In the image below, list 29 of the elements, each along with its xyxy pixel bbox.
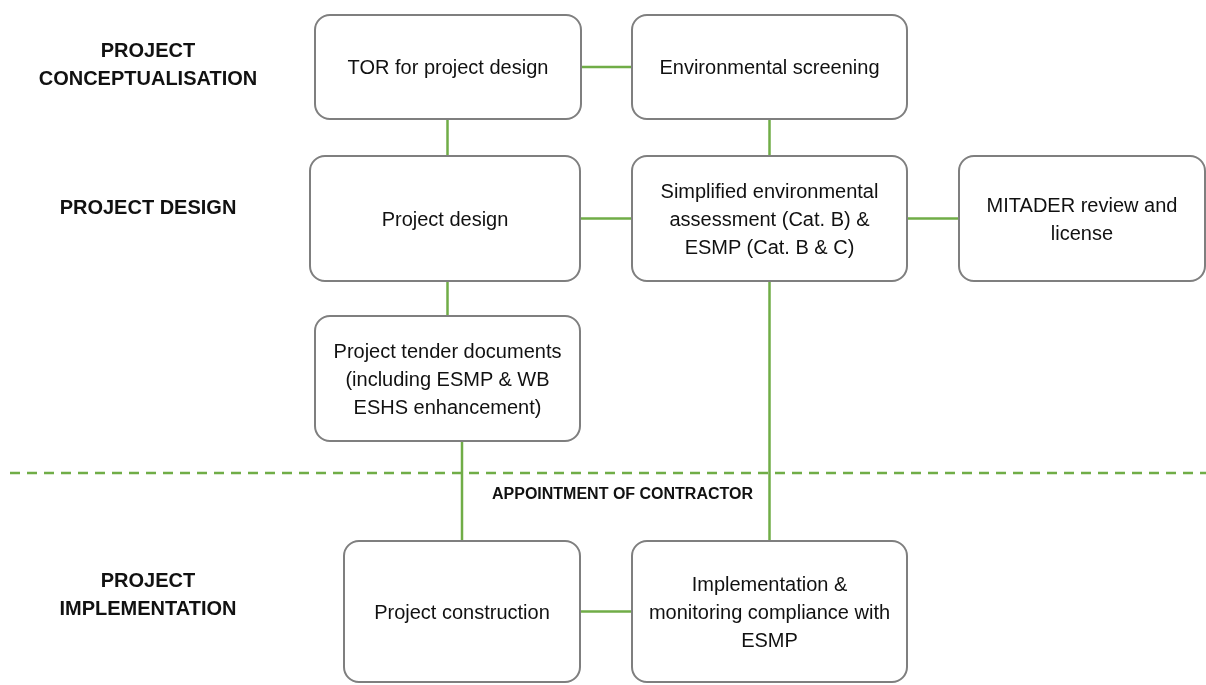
process-box bbox=[309, 155, 581, 282]
box-text: Project design bbox=[381, 206, 509, 232]
connector-line bbox=[582, 65, 631, 69]
process-box bbox=[343, 540, 581, 683]
box-text: Simplified environmental assessment (Cat. B) & ESMP (Cat. B & C) bbox=[659, 178, 880, 260]
process-box bbox=[631, 14, 908, 120]
box-text: Implementation & monitoring compliance with ESMP bbox=[647, 571, 892, 653]
box-text: Environmental screening bbox=[659, 55, 880, 80]
stage-heading: PROJECT DESIGN bbox=[58, 195, 238, 220]
stage-heading: PROJECT CONCEPTUALISATION bbox=[37, 38, 259, 91]
connector-line bbox=[446, 282, 449, 315]
box-text: MITADER review and license bbox=[985, 192, 1179, 246]
connector-line bbox=[460, 442, 464, 540]
stage-heading: PROJECT IMPLEMENTATION bbox=[58, 568, 238, 621]
stage-heading: APPOINTMENT OF CONTRACTOR bbox=[491, 484, 754, 504]
process-box bbox=[314, 315, 581, 442]
connector-line bbox=[908, 217, 958, 220]
process-box bbox=[314, 14, 582, 120]
connector-line bbox=[768, 282, 771, 540]
connector-line bbox=[581, 610, 631, 613]
box-text: Project tender documents (including ESMP & WB ESHS enhancement) bbox=[332, 338, 563, 420]
box-text: Project construction bbox=[374, 599, 550, 625]
connector-line bbox=[581, 217, 631, 220]
box-text: TOR for project design bbox=[347, 55, 549, 80]
process-box bbox=[958, 155, 1206, 282]
connector-line bbox=[768, 120, 771, 155]
process-box bbox=[631, 155, 908, 282]
connector-line bbox=[446, 120, 449, 155]
process-box bbox=[631, 540, 908, 683]
